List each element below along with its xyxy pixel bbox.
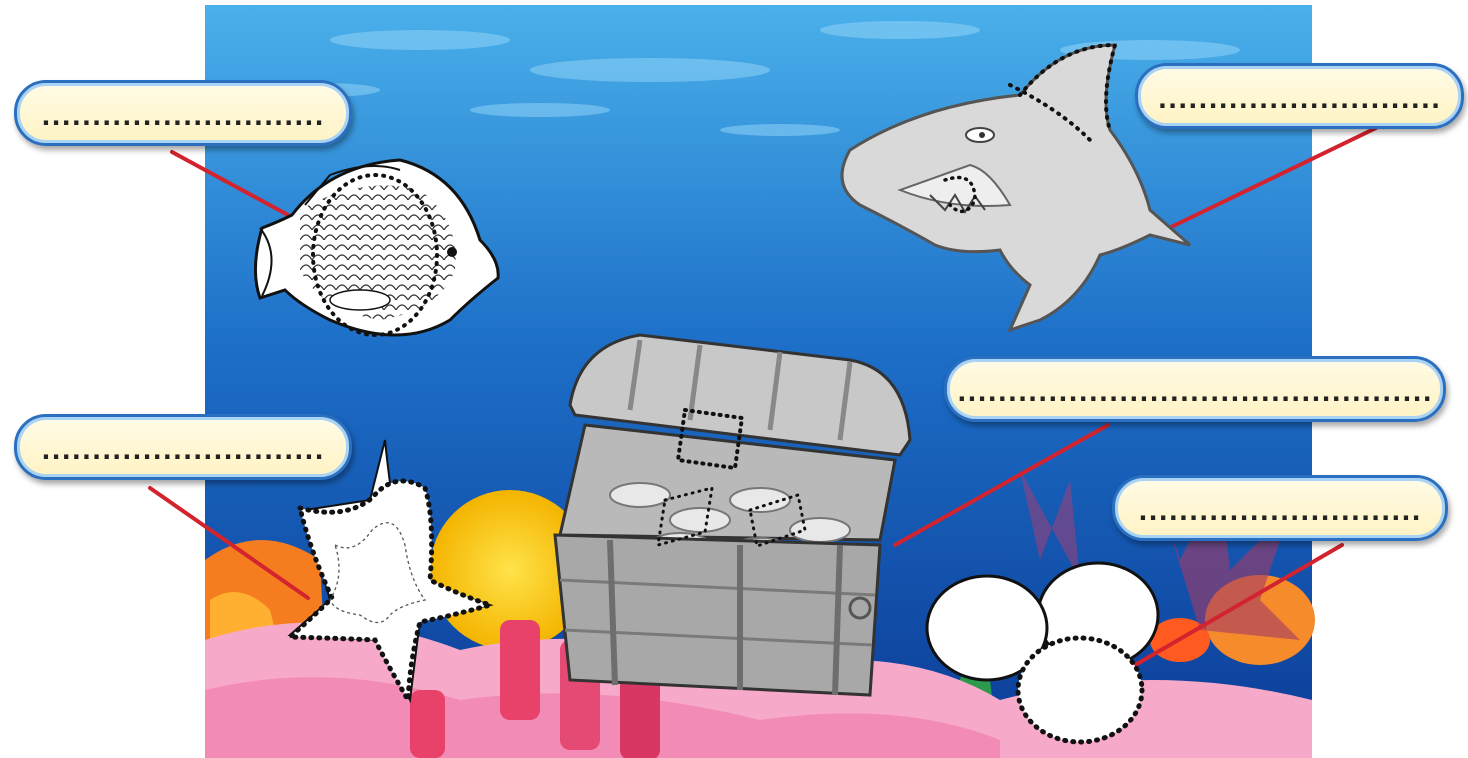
starfish-answer-box[interactable]: ............................ [14,414,352,480]
shark-answer-text: ............................ [1158,78,1441,114]
starfish-answer-text: ............................ [41,429,324,465]
chest-answer-box[interactable]: ........................................… [944,356,1446,422]
fish-answer-box[interactable]: ............................ [14,80,352,146]
treasure-chest-icon [555,335,910,695]
shark-answer-box[interactable]: ............................ [1135,63,1464,129]
bubbles-answer-box[interactable]: ............................ [1112,475,1448,541]
chest-answer-text: ........................................… [957,371,1433,407]
bubbles-answer-text: ............................ [1138,490,1421,526]
fish-answer-text: ............................ [41,95,324,131]
